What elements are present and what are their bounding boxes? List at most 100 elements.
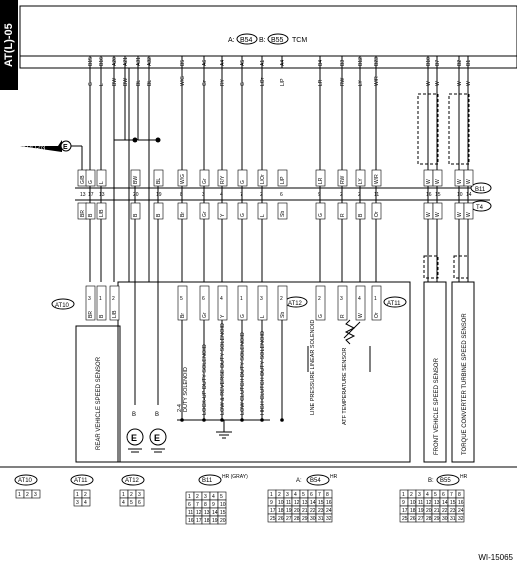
- legend-b55-cellnum-11: 12: [426, 500, 432, 506]
- legend-b55-cellnum-2: 3: [418, 492, 421, 498]
- at12-color-4: L: [260, 315, 266, 318]
- t4-color-3: B: [133, 213, 139, 217]
- legend-b54-cellnum-11: 12: [294, 500, 300, 506]
- at10-num-0: 3: [88, 296, 91, 302]
- legend-b55-cellnum-28: 29: [434, 516, 440, 522]
- at12-label: AT12: [288, 301, 303, 307]
- at12-num-2: 4: [220, 296, 223, 302]
- tcm-pin-color-15: W/R: [374, 76, 380, 86]
- atf-thermistor: [344, 319, 356, 345]
- tcm-pin-18: B2: [457, 60, 463, 66]
- at11-num-1: 3: [340, 296, 343, 302]
- b11-num-9: 2: [260, 192, 263, 198]
- t4-color-6: Gr: [202, 211, 208, 217]
- legend-b55-cellnum-26: 27: [418, 516, 424, 522]
- legend-b54-cellnum-23: 24: [326, 508, 332, 514]
- t4-color-16: W: [435, 212, 441, 217]
- shield-turbine-lower: [453, 255, 469, 279]
- header-a-key: A:: [228, 37, 235, 44]
- legend-at12-cellnum-3: 4: [122, 500, 125, 506]
- tcm-pin-7: A6: [202, 60, 208, 66]
- legend-b55-cellnum-24: 25: [402, 516, 408, 522]
- b11-num-15: 16: [426, 192, 432, 198]
- ground-e-right-mark: E: [154, 433, 160, 443]
- legend-at11-cellnum-2: 3: [76, 500, 79, 506]
- b11-num-18: 14: [466, 192, 472, 198]
- legend-at12-cell-5: [135, 497, 145, 507]
- t4-cell-5: [177, 202, 188, 220]
- b11-cell-11: [315, 169, 326, 187]
- legend-b54-cellnum-29: 30: [310, 516, 316, 522]
- legend-b55-key: B:: [428, 478, 434, 484]
- legend-b54-cellnum-9: 10: [278, 500, 284, 506]
- legend-b55-cellnum-18: 19: [418, 508, 424, 514]
- legend-b55-cellnum-15: 16: [458, 500, 464, 506]
- t4-color-15: W: [426, 212, 432, 217]
- legend-b54-cellnum-8: 9: [270, 500, 273, 506]
- legend-b11-cellnum-11: 12: [196, 510, 202, 516]
- tcm-pin-color-0: G: [88, 82, 94, 86]
- legend-b11-cellnum-6: 7: [196, 502, 199, 508]
- legend-at12-cellnum-0: 1: [122, 492, 125, 498]
- t4-color-1: B: [88, 213, 94, 217]
- b11-cell-5: [177, 169, 188, 187]
- b11-num-4: 19: [156, 192, 162, 198]
- t4-color-2: L/B: [99, 209, 105, 217]
- b11-cell-10: [277, 169, 288, 187]
- at10-color-0: BR: [88, 311, 94, 318]
- legend-b11-cell-19: [217, 515, 227, 525]
- legend-b54-cellnum-27: 28: [294, 516, 300, 522]
- legend-b55-cellnum-9: 10: [410, 500, 416, 506]
- legend-b54-cellnum-10: 11: [286, 500, 291, 506]
- header-b-oval: [267, 33, 289, 45]
- t4-cell-2: [96, 202, 107, 220]
- legend-b55-label: B55: [440, 478, 451, 484]
- at12-num-0: 5: [180, 296, 183, 302]
- legend-b54-key: A:: [296, 478, 302, 484]
- legend-at12-oval: [121, 474, 145, 486]
- legend-b55-cellnum-19: 20: [426, 508, 432, 514]
- legend-b54-cellnum-17: 18: [278, 508, 284, 514]
- legend-b11-label: B11: [202, 478, 213, 484]
- t4-color-7: Y: [220, 213, 226, 217]
- t4-color-9: L: [260, 214, 266, 217]
- rear-sensor-box: [75, 325, 121, 463]
- legend-b54-cellnum-6: 7: [318, 492, 321, 498]
- legend-b11-cellnum-0: 1: [188, 494, 191, 500]
- tcm-pin-color-1: L: [99, 83, 105, 86]
- turbine-sensor-box: [451, 281, 475, 463]
- legend-b55-cellnum-5: 6: [442, 492, 445, 498]
- t4-color-18: W: [466, 212, 472, 217]
- legend-b55-cellnum-30: 31: [450, 516, 456, 522]
- b11-color-10: L/P: [280, 176, 286, 184]
- at12-cell-4: [257, 285, 268, 321]
- legend-b54-cell-31: [323, 513, 333, 523]
- at11-cell-2: [355, 285, 366, 321]
- tcm-pin-color-3: BW: [123, 78, 129, 86]
- junction-bl: [155, 137, 161, 143]
- t4-color-13: B: [358, 213, 364, 217]
- legend-b55-cellnum-12: 13: [434, 500, 440, 506]
- t4-color-17: W: [457, 212, 463, 217]
- atf-temp-label: ATF TEMPERATURE SENSOR: [342, 348, 348, 425]
- tcm-pin-15: B23: [374, 57, 380, 66]
- at12-color-5: Sb: [280, 312, 286, 318]
- legend-at12-label: AT12: [125, 478, 140, 484]
- legend-at11-cellnum-3: 4: [84, 500, 87, 506]
- t4-label: T4: [476, 205, 484, 211]
- tcm-pin-4: A31: [136, 57, 142, 66]
- at11-label: AT11: [387, 301, 401, 307]
- legend-b54-cellnum-12: 13: [302, 500, 308, 506]
- legend-at12-cellnum-1: 2: [130, 492, 133, 498]
- legend-b55-cellnum-23: 24: [458, 508, 464, 514]
- legend-at11-cellnum-1: 2: [84, 492, 87, 498]
- t4-color-12: R: [340, 213, 346, 217]
- tcm-pin-color-18: W: [457, 81, 463, 86]
- b11-num-3: 20: [133, 192, 139, 198]
- at11-cell-0: [315, 285, 326, 321]
- low-reverse-label: LOW & REVERSE DUTY SOLENOID: [220, 323, 226, 415]
- t4-cell-3: [130, 202, 141, 220]
- legend-at10-oval: [14, 474, 38, 486]
- b11-cell-14: [371, 169, 382, 187]
- legend-at10-cellnum-0: 1: [18, 492, 21, 498]
